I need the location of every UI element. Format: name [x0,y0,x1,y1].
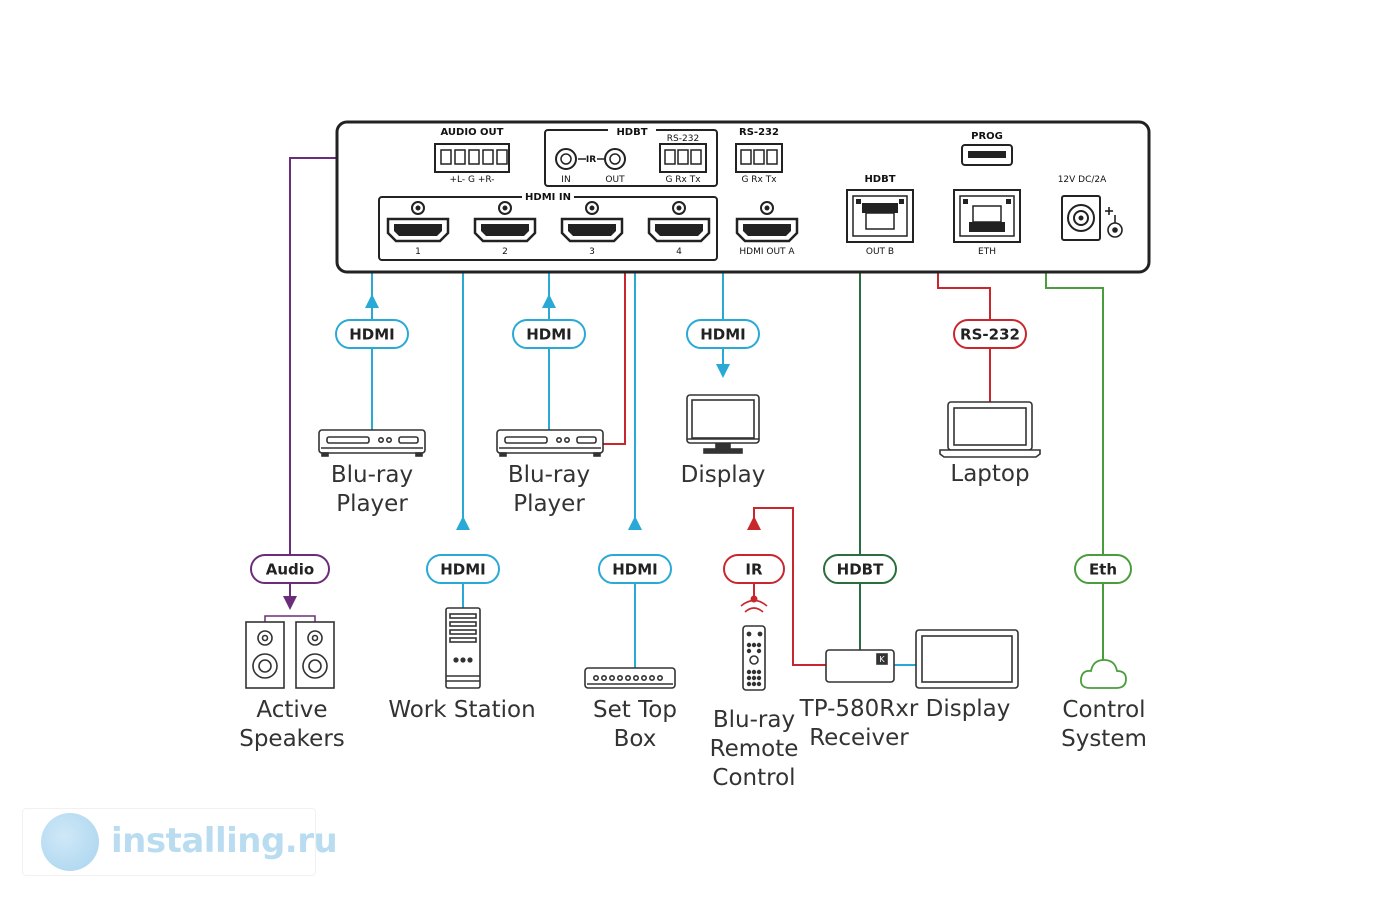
badge-text: HDMI [349,326,395,344]
ir-label: IR [586,155,596,165]
workstation-icon [445,607,481,689]
badge-audio: Audio [250,554,330,584]
device-label-laptop: Laptop [950,461,1029,487]
badge-hdmi-2: HDMI [426,554,500,584]
hdmi-out-arrow [716,364,730,378]
hdbt-group-label: HDBT [616,127,647,138]
prog-usb-port[interactable] [961,144,1013,166]
hdbt-rs232-connector[interactable] [659,143,707,173]
hdbt-rs232-pins: G Rx Tx [665,175,701,185]
bluray-player-1-icon [318,429,426,457]
receiver-icon: K [825,649,895,683]
hdmi-2-line [462,229,478,530]
watermark-logo-icon [41,813,99,871]
badge-rs232: RS-232 [953,319,1027,349]
badge-text: HDMI [526,326,572,344]
hdmi-in-port-4[interactable] [647,201,711,243]
device-label-display-top: Display [681,462,766,488]
cloud-icon [1080,659,1127,689]
bluray-player-2-icon [496,429,604,457]
audio-arrow [283,596,297,610]
ir-rx-arrow [747,516,761,530]
device-label-display-bottom: Display [926,696,1011,722]
badge-text: RS-232 [960,326,1020,344]
power-jack[interactable] [1061,195,1101,241]
badge-hdbt: HDBT [823,554,897,584]
display-top-icon [686,394,760,454]
audio-out-connector[interactable] [434,143,510,173]
display-bottom-icon [915,629,1019,689]
badge-text: Eth [1089,561,1117,579]
hdmi-3-arrow [542,294,556,308]
badge-ir: IR [723,554,785,584]
hdmi-in-port-2[interactable] [473,201,537,243]
hdbt-port-label: HDBT [864,174,895,185]
badge-hdmi-1: HDMI [335,319,409,349]
hdbt-out-b-port[interactable] [846,189,914,243]
power-polarity-icon [1105,207,1123,238]
svg-text:K: K [879,655,885,664]
hdmi-1-arrow [365,294,379,308]
ir-rx-line [753,507,826,666]
badge-text: HDMI [440,561,486,579]
badge-text: HDBT [837,561,884,579]
badge-text: IR [745,561,763,579]
hdmi-in-port-1[interactable] [386,201,450,243]
badge-eth: Eth [1074,554,1132,584]
eth-port[interactable] [953,189,1021,243]
hdmi-out-a-port[interactable] [735,217,799,243]
badge-hdmi-4: HDMI [598,554,672,584]
rs232-pins: G Rx Tx [741,175,777,185]
audio-out-label: AUDIO OUT [441,127,504,138]
hdmi-4-line [634,229,652,530]
badge-hdmi-3: HDMI [512,319,586,349]
ir-in-label: IN [561,175,570,185]
prog-label: PROG [971,131,1003,142]
audio-pins-label: +L- G +R- [449,175,494,185]
speakers-icon [245,621,335,689]
remote-control-icon [740,599,768,691]
badge-text: Audio [266,561,314,579]
speakers-bracket [264,615,316,622]
laptop-icon [939,401,1041,458]
hdbt-rs232-label: RS-232 [667,134,699,144]
badge-hdmi-out: HDMI [686,319,760,349]
ir-out-label: OUT [605,175,625,185]
badge-text: HDMI [612,561,658,579]
hdmi-in-port-label: 4 [676,247,682,257]
out-b-label: OUT B [866,247,894,257]
settop-box-icon [584,667,676,689]
device-label-workstation: Work Station [388,697,535,723]
power-label: 12V DC/2A [1058,175,1107,185]
rs232-connector[interactable] [735,143,783,173]
watermark: installing.ru [22,808,338,876]
hdmi-out-a-label: HDMI OUT A [739,247,795,257]
badge-text: HDMI [700,326,746,344]
rs232-label: RS-232 [739,127,779,138]
hdmi-2-arrow [456,516,470,530]
hdmi-in-port-label: 1 [415,247,421,257]
hdmi-in-port-3[interactable] [560,201,624,243]
hdmi-in-label: HDMI IN [525,192,571,203]
watermark-text: installing.ru [111,821,338,861]
eth-label: ETH [978,247,996,257]
hdmi-4-arrow [628,516,642,530]
hdmi-in-port-label: 2 [502,247,508,257]
hdmi-in-port-label: 3 [589,247,595,257]
